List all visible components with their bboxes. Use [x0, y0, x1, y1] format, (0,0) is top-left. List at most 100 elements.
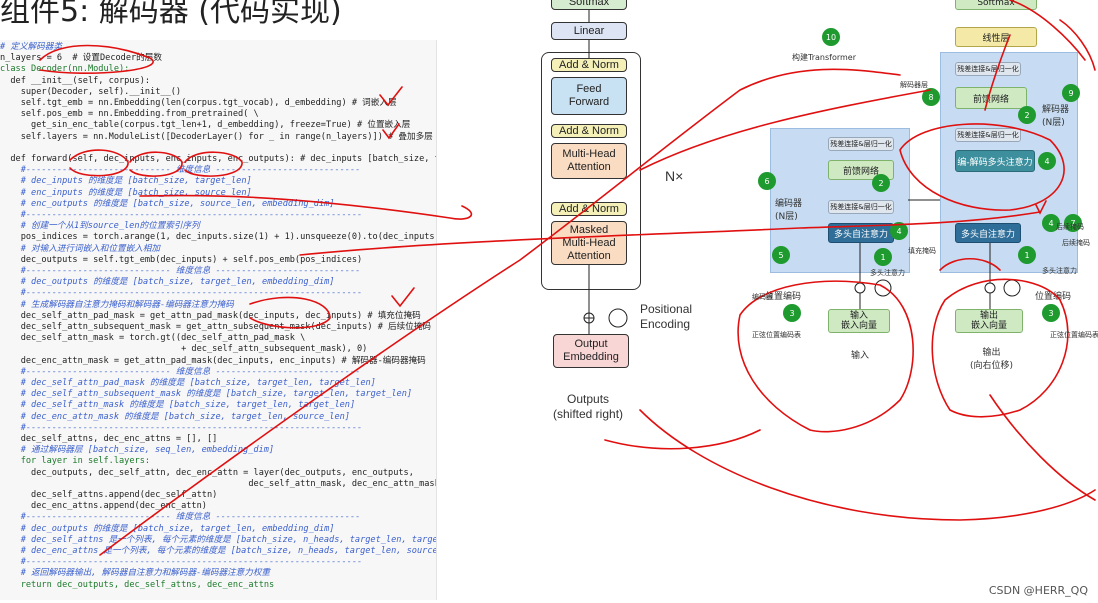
code-line: class Decoder(nn.Module): — [0, 64, 130, 75]
step-number-badge: 7 — [1064, 214, 1082, 232]
code-line: # 创建一个从1到source_len的位置索引序列 — [0, 221, 200, 232]
code-line: dec_self_attn_mask = torch.gt((dec_self_… — [0, 333, 306, 344]
softmax-block: Softmax — [551, 0, 627, 10]
code-line: # dec_outputs 的维度是 [batch_size, target_l… — [0, 277, 335, 288]
code-line: n_layers = 6 # 设置Decoder的层数 — [0, 53, 162, 64]
cn-transformer-label: 构建Transformer — [792, 53, 857, 62]
cn-output-embedding: 输出 嵌入向量 — [955, 309, 1023, 333]
code-line: def __init__(self, corpus): — [0, 75, 151, 86]
linear-block: Linear — [551, 22, 627, 40]
code-line: dec_self_attn_subsequent_mask = get_attn… — [0, 322, 432, 332]
code-line: # dec_enc_attns 是一个列表, 每个元素的维度是 [batch_s… — [0, 546, 437, 556]
step-number-badge: 2 — [872, 174, 890, 192]
cn-dec-enc-attention: 编-解码多头注意力 — [955, 150, 1035, 172]
code-line: # 生成解码器自注意力掩码和解码器-编码器注意力掩码 — [0, 299, 234, 310]
code-line: #---------------------------------------… — [0, 557, 363, 568]
step-number-badge: 4 — [890, 222, 908, 240]
code-line: # dec_inputs 的维度是 [batch_size, target_le… — [0, 176, 252, 187]
step-number-badge: 1 — [874, 248, 892, 266]
annotation-small-label: 正弦位置编码表 — [752, 331, 801, 339]
cn-input-label: 输入 — [851, 351, 870, 361]
code-line: + dec_self_attn_subsequent_mask), 0) — [0, 344, 368, 355]
code-line: dec_self_attn_pad_mask = get_attn_pad_ma… — [0, 310, 421, 321]
annotation-small-label: 填充掩码 — [908, 247, 936, 255]
cn-input-embedding: 输入 嵌入向量 — [828, 309, 890, 333]
code-line: # enc_outputs 的维度是 [batch_size, source_l… — [0, 198, 335, 209]
feed-forward-block: Feed Forward — [551, 77, 627, 115]
add-norm-middle: Add & Norm — [551, 124, 627, 138]
code-line: dec_outputs = self.tgt_emb(dec_inputs) +… — [0, 254, 363, 265]
positional-encoding-label: Positional Encoding — [640, 302, 693, 331]
code-line: #---------------------------- 维度信息 -----… — [0, 512, 361, 523]
step-number-badge: 3 — [783, 304, 801, 322]
cn-enc-res-norm-2: 残差连接&层归一化 — [828, 200, 894, 214]
code-line: # dec_self_attn_subsequent_mask 的维度是 [ba… — [0, 389, 413, 400]
step-number-badge: 4 — [1038, 152, 1056, 170]
step-number-badge: 5 — [772, 246, 790, 264]
code-line: # 定义解码器类 — [0, 42, 62, 52]
step-number-badge: 8 — [922, 88, 940, 106]
code-line: dec_enc_attns.append(dec_enc_attn) — [0, 501, 207, 512]
nx-label: N× — [665, 168, 684, 184]
add-norm-bottom: Add & Norm — [551, 202, 627, 216]
code-line: # dec_self_attns 是一个列表, 每个元素的维度是 [batch_… — [0, 534, 437, 545]
cn-res-norm-2: 残差连接&层归一化 — [955, 128, 1021, 142]
outputs-label: Outputs (shifted right) — [553, 392, 624, 421]
code-line: pos_indices = torch.arange(1, dec_inputs… — [0, 232, 437, 243]
output-embedding-block: Output Embedding — [553, 334, 629, 368]
code-line: # dec_enc_attn_mask 的维度是 [batch_size, ta… — [0, 411, 350, 422]
code-line: # dec_outputs 的维度是 [batch_size, target_l… — [0, 523, 335, 534]
step-number-badge: 6 — [758, 172, 776, 190]
code-line: self.layers = nn.ModuleList([DecoderLaye… — [0, 131, 433, 142]
annotation-small-label: 后续掩码 — [1062, 239, 1090, 247]
code-line: for layer in self.layers: — [0, 456, 151, 467]
cn-dec-feed-forward: 前馈网络 — [955, 87, 1027, 109]
masked-multi-head-attention-block: Masked Multi-Head Attention — [551, 221, 627, 265]
add-norm-top: Add & Norm — [551, 58, 627, 72]
annotation-small-label: 编码器 — [752, 293, 773, 301]
code-line: # dec_self_attn_mask 的维度是 [batch_size, t… — [0, 400, 356, 411]
cn-encoder-label: 编码器 (N层) — [775, 199, 803, 222]
code-line: dec_self_attns, dec_enc_attns = [], [] — [0, 434, 218, 444]
code-line: #---------------------------------------… — [0, 210, 363, 220]
code-line: self.tgt_emb = nn.Embedding(len(corpus.t… — [0, 98, 397, 108]
annotation-small-label: 解码器层 — [900, 81, 928, 89]
annotation-small-label: 多头注意力 — [870, 269, 905, 277]
cn-decoder-label: 解码器 (N层) — [1042, 105, 1070, 128]
code-line: super(Decoder, self).__init__() — [0, 86, 182, 97]
cn-softmax: Softmax — [955, 0, 1037, 10]
cn-dec-self-attention: 多头自注意力 — [955, 223, 1021, 243]
code-line: # 通过解码器层 [batch_size, seq_len, embedding… — [0, 445, 275, 456]
code-line: # 对输入进行词嵌入和位置嵌入相加 — [0, 243, 160, 254]
code-line: #---------------------------- 维度信息 -----… — [0, 165, 361, 176]
annotation-small-label: 多头注意力 — [1042, 267, 1077, 275]
page-heading: 组件5: 解码器 (代码实现) — [0, 0, 342, 29]
step-number-badge: 4 — [1042, 214, 1060, 232]
code-line: # 返回解码器输出, 解码器自注意力和解码器-编码器注意力权重 — [0, 568, 271, 579]
multi-head-attention-block: Multi-Head Attention — [551, 143, 627, 179]
step-number-badge: 9 — [1062, 84, 1080, 102]
code-line: #---------------------------- 维度信息 -----… — [0, 366, 361, 377]
code-line: dec_self_attns.append(dec_self_attn) — [0, 490, 218, 500]
cn-enc-self-attention: 多头自注意力 — [828, 223, 894, 243]
cn-enc-res-norm-1: 残差连接&层归一化 — [828, 137, 894, 151]
code-line: dec_enc_attn_mask = get_attn_pad_mask(de… — [0, 355, 426, 366]
code-line: #---------------------------- 维度信息 -----… — [0, 266, 361, 276]
step-number-badge: 1 — [1018, 246, 1036, 264]
code-line: dec_outputs, dec_self_attn, dec_enc_attn… — [0, 467, 414, 478]
cn-pos-enc-right: 位置编码 — [1035, 292, 1072, 302]
code-line: dec_self_attn_mask, dec_enc_attn_mask) — [0, 478, 437, 489]
step-number-badge: 3 — [1042, 304, 1060, 322]
code-line: return dec_outputs, dec_self_attns, dec_… — [0, 579, 275, 590]
code-line: #---------------------------------------… — [0, 422, 363, 433]
step-number-badge: 2 — [1018, 106, 1036, 124]
code-line: def forward(self, dec_inputs, enc_inputs… — [10, 154, 436, 164]
csdn-watermark: CSDN @HERR_QQ — [988, 584, 1088, 597]
code-line: # dec_self_attn_pad_mask 的维度是 [batch_siz… — [0, 378, 376, 388]
step-number-badge: 10 — [822, 28, 840, 46]
cn-res-norm-1: 残差连接&层归一化 — [955, 62, 1021, 76]
code-line: #---------------------------------------… — [0, 288, 363, 299]
annotation-small-label: 后续掩码 — [1056, 223, 1084, 231]
code-line: self.pos_emb = nn.Embedding.from_pretrai… — [0, 109, 259, 120]
